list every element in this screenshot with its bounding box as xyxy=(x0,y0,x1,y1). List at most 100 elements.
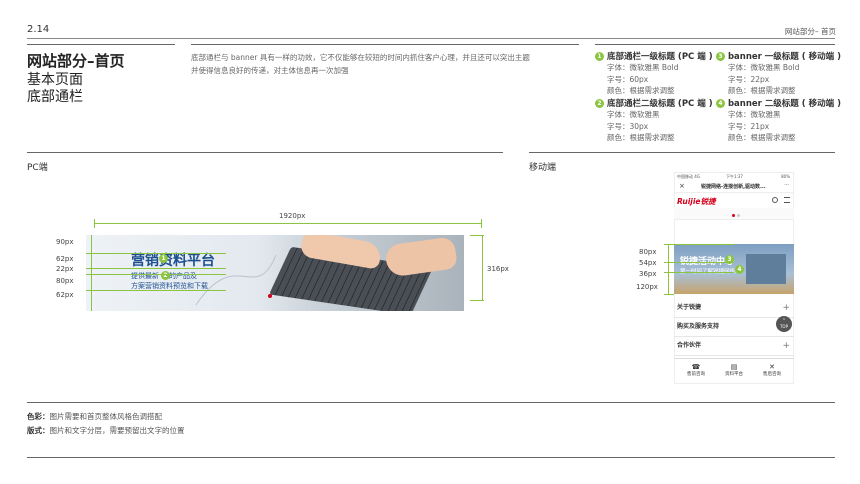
pc-vertical-line xyxy=(91,235,92,311)
badge-icon: 2 xyxy=(595,99,604,108)
pc-banner xyxy=(86,235,464,311)
pc-banner-sub-b: 的产品及 xyxy=(169,272,197,280)
page-subtitle-1: 基本页面 xyxy=(27,72,83,88)
mobile-top-carousel xyxy=(674,208,794,220)
spec-font: 字体：微软雅黑 Bold xyxy=(728,63,800,72)
carousel-dot[interactable] xyxy=(732,214,735,217)
nav-label: 资料平台 xyxy=(725,372,743,377)
badge-1-icon: 1 xyxy=(159,254,168,263)
mobile-tab-title: 锐捷网络-连接创新,驱动数... xyxy=(701,184,766,190)
mobile-header: Ruijie锐捷 xyxy=(674,194,794,208)
pc-banner-title: 营销资料平台 xyxy=(131,250,215,270)
badge-2-icon: 2 xyxy=(161,271,170,280)
tools-icon: ✕ xyxy=(769,363,775,371)
pc-dim-80: 80px xyxy=(56,277,74,285)
nav-label: 售后咨询 xyxy=(763,372,781,377)
spec-title: banner 二级标题 ( 移动端 ) xyxy=(727,99,841,109)
section-divider-pc xyxy=(27,152,503,153)
pc-height-dimension: 316px xyxy=(487,265,509,273)
mobile-label: 移动端 xyxy=(529,163,557,173)
status-carrier: 中国移动 4G xyxy=(677,174,700,179)
mobile-dim-80: 80px xyxy=(639,248,657,256)
spec-block-2: 2 底部通栏二级标题 (PC 端 ) 字体：微软雅黑 字号：30px 颜色：根据… xyxy=(595,97,713,144)
spec-title: banner 一级标题 ( 移动端 ) xyxy=(727,52,841,62)
title-divider xyxy=(27,44,175,45)
mobile-banner-subtitle: 第一时间了解锐捷网络... xyxy=(680,267,740,275)
pc-banner-title-b: 资料平台 xyxy=(159,253,215,269)
status-time: 下午1:37 xyxy=(726,174,743,179)
pc-width-line xyxy=(94,223,482,224)
pc-dim-90: 90px xyxy=(56,238,74,246)
specs-divider xyxy=(595,44,835,45)
plus-icon[interactable]: + xyxy=(782,341,790,351)
mobile-vertical-line xyxy=(668,244,669,294)
page-subtitle-2: 底部通栏 xyxy=(27,89,83,105)
section-label: 网站部分– 首页 xyxy=(784,27,836,36)
plus-icon[interactable]: + xyxy=(782,303,790,313)
ruijie-logo[interactable]: Ruijie锐捷 xyxy=(677,197,716,206)
mobile-row-partners[interactable]: 合作伙伴 + xyxy=(674,336,794,356)
spec-size: 字号：22px xyxy=(728,74,770,84)
carousel-dot[interactable] xyxy=(737,214,740,217)
top-label: TOP xyxy=(779,324,788,329)
spec-font: 字体：微软雅黑 xyxy=(728,110,781,119)
badge-icon: 3 xyxy=(716,52,725,61)
arrow-up-icon: ⌃ xyxy=(781,318,787,324)
pc-dim-22: 22px xyxy=(56,265,74,273)
header-divider xyxy=(27,38,835,39)
note-color-text: 图片需要和首页整体风格色调搭配 xyxy=(49,412,163,421)
badge-4-icon: 4 xyxy=(735,265,744,274)
spec-block-3: 3 banner 一级标题 ( 移动端 ) 字体：微软雅黑 Bold 字号：22… xyxy=(716,50,841,97)
row-label: 购买及服务支持 xyxy=(677,323,720,330)
notes-divider xyxy=(27,402,835,403)
pc-banner-sub-a: 提供最新 xyxy=(131,272,159,280)
mobile-tab-bar: × 锐捷网络-连接创新,驱动数... ··· xyxy=(674,180,794,193)
mobile-row-about[interactable]: 关于锐捷+ xyxy=(674,298,794,318)
mobile-dim-54: 54px xyxy=(639,259,657,267)
back-to-top-button[interactable]: ⌃ TOP xyxy=(776,316,792,332)
mobile-status-bar: 中国移动 4G 下午1:37 80% xyxy=(674,172,794,180)
search-icon[interactable] xyxy=(772,197,778,203)
spec-size: 字号：30px xyxy=(607,121,649,131)
nav-presales[interactable]: ☎ 售前咨询 xyxy=(682,363,710,377)
page-number: 2.14 xyxy=(27,24,50,35)
spec-title: 底部通栏二级标题 (PC 端 ) xyxy=(606,99,713,109)
spec-block-4: 4 banner 二级标题 ( 移动端 ) 字体：微软雅黑 字号：21px 颜色… xyxy=(716,97,841,144)
pc-dim-62b: 62px xyxy=(56,291,74,299)
building-image xyxy=(746,254,786,284)
spec-font: 字体：微软雅黑 Bold xyxy=(607,63,679,72)
spec-size: 字号：60px xyxy=(607,74,649,84)
badge-icon: 1 xyxy=(595,52,604,61)
pc-label: PC端 xyxy=(27,163,48,173)
spec-title: 底部通栏一级标题 (PC 端 ) xyxy=(606,52,713,62)
headset-icon: ☎ xyxy=(691,363,701,371)
mobile-dim-36: 36px xyxy=(639,270,657,278)
status-battery: 80% xyxy=(781,174,790,179)
nav-label: 售前咨询 xyxy=(687,372,705,377)
nav-materials[interactable]: ▤ 资料平台 xyxy=(720,363,748,377)
spec-block-1: 1 底部通栏一级标题 (PC 端 ) 字体：微软雅黑 Bold 字号：60px … xyxy=(595,50,713,97)
badge-3-icon: 3 xyxy=(725,255,734,264)
spec-size: 字号：21px xyxy=(728,121,770,131)
footer-divider xyxy=(27,457,835,458)
pc-banner-subtitle-2: 方案营销资料预览和下载 xyxy=(131,282,208,290)
spec-color: 颜色：根据需求调整 xyxy=(607,86,675,95)
nav-aftersales[interactable]: ✕ 售后咨询 xyxy=(758,363,786,377)
desc-divider xyxy=(191,44,579,45)
mobile-banner xyxy=(674,244,794,294)
close-icon[interactable]: × xyxy=(679,182,685,190)
menu-icon[interactable] xyxy=(784,197,790,203)
decor-curve xyxy=(195,254,277,306)
spec-color: 颜色：根据需求调整 xyxy=(728,133,796,142)
note-color: 色彩：图片需要和首页整体风格色调搭配 xyxy=(27,411,162,422)
document-icon: ▤ xyxy=(730,363,738,371)
row-label: 合作伙伴 xyxy=(677,342,702,349)
more-icon[interactable]: ··· xyxy=(784,182,789,188)
note-layout-text: 图片和文字分层，需要预留出文字的位置 xyxy=(49,426,185,435)
note-color-label: 色彩： xyxy=(27,412,50,421)
mobile-dim-120: 120px xyxy=(636,283,658,291)
spec-color: 颜色：根据需求调整 xyxy=(607,133,675,142)
carousel-dot[interactable] xyxy=(268,294,272,298)
mobile-row-support[interactable]: 购买及服务支持 xyxy=(674,317,794,337)
description-line-2: 并使得信息良好的传递，对主体信息再一次加强 xyxy=(191,66,349,75)
